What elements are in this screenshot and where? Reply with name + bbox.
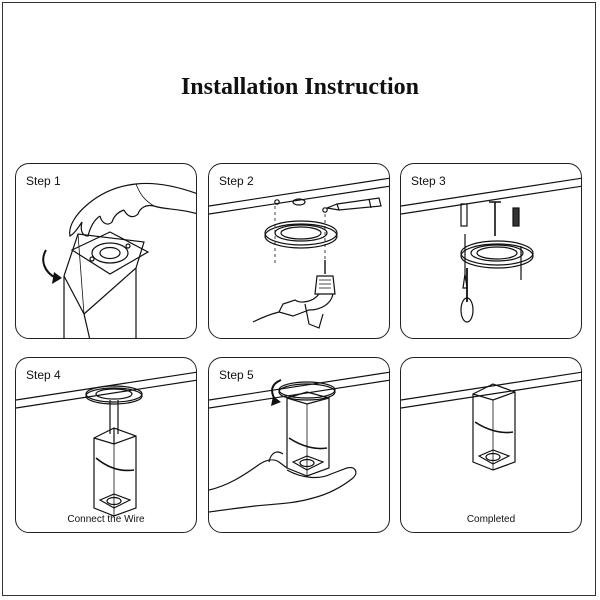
page-title: Installation Instruction (180, 74, 420, 100)
step-4-panel: Step 4 Connect the Wire (15, 357, 197, 533)
completed-illustration (401, 371, 581, 471)
step-1-panel: Step 1 (15, 163, 197, 339)
step-3-illustration (401, 177, 581, 323)
step-5-label: Step 5 (219, 368, 254, 382)
step-5-panel: Step 5 (208, 357, 390, 533)
step-3-label: Step 3 (411, 174, 446, 188)
step-4-label: Step 4 (26, 368, 61, 382)
step-5-illustration (209, 371, 389, 513)
step-1-illustration (42, 182, 196, 338)
step-2-label: Step 2 (219, 174, 254, 188)
step-2-illustration (209, 177, 389, 329)
step-3-panel: Step 3 (400, 163, 582, 339)
step-2-panel: Step 2 (208, 163, 390, 339)
step-4-caption: Connect the Wire (67, 514, 145, 525)
completed-caption: Completed (466, 514, 516, 525)
completed-panel: Completed (400, 357, 582, 533)
step-1-label: Step 1 (26, 174, 61, 188)
step-4-illustration (16, 371, 196, 517)
